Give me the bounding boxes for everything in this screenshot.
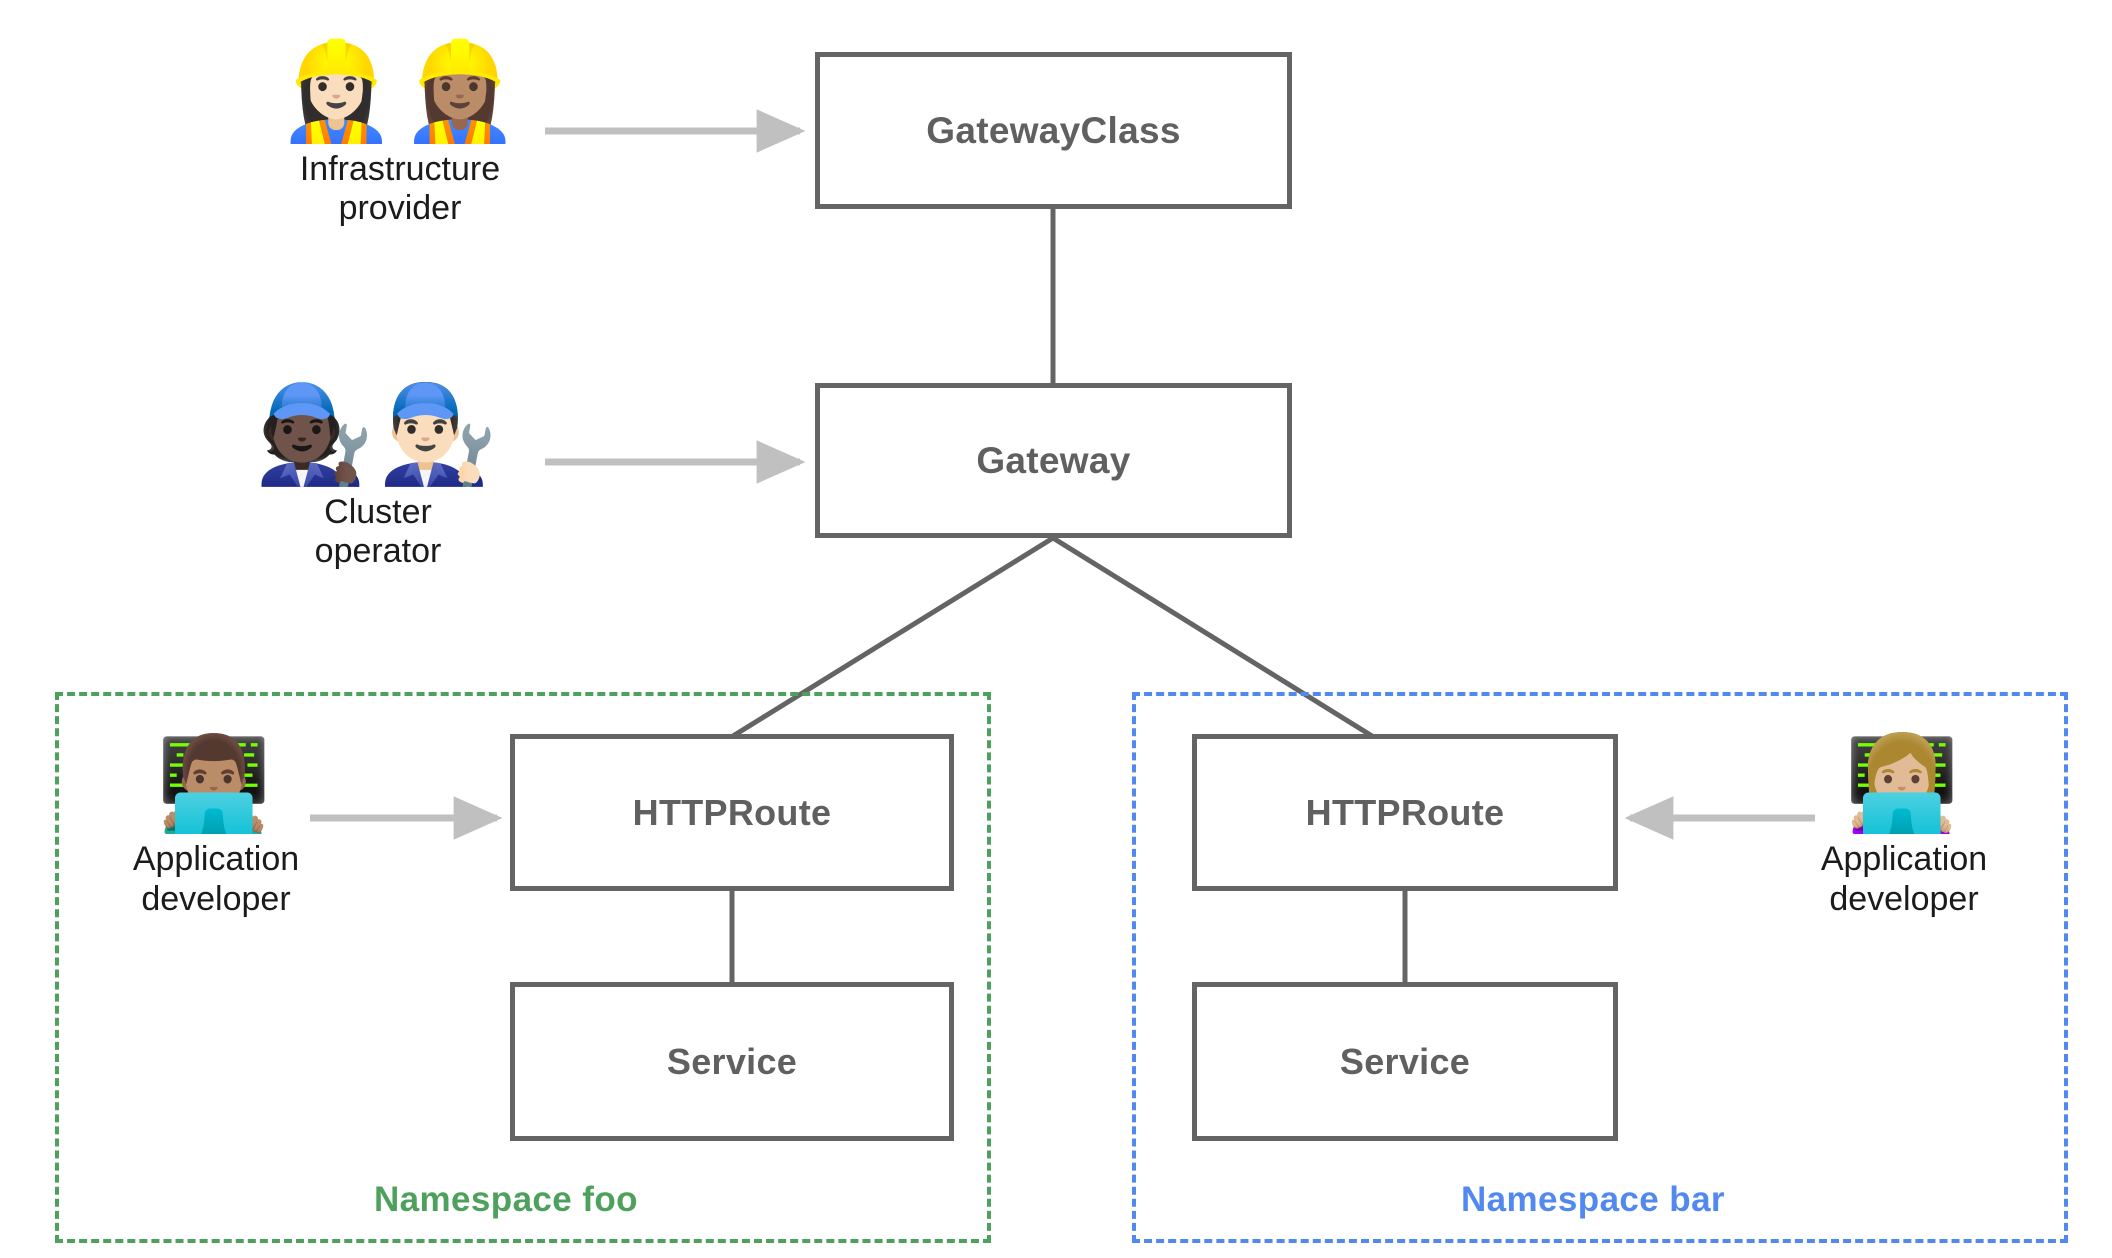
node-service-bar[interactable]: Service: [1192, 982, 1618, 1141]
namespace-boundary-bar: [1132, 692, 2068, 1243]
persona-application-developer-bar-label: Application developer: [1820, 840, 1988, 918]
node-httproute-foo-label: HTTPRoute: [632, 791, 832, 833]
persona-application-developer-foo-label: Application developer: [132, 840, 300, 918]
persona-infrastructure-provider: 👷🏻‍♀️👷🏽‍♀️ Infrastructure provider: [270, 40, 530, 229]
woman-technologist-icon: 👩🏼‍💻: [1844, 733, 1964, 835]
node-httproute-bar[interactable]: HTTPRoute: [1192, 734, 1618, 891]
persona-application-developer-foo: 👨🏽‍💻 Application developer: [112, 733, 320, 919]
persona-infrastructure-provider-label: Infrastructure provider: [299, 149, 501, 228]
woman-construction-worker-icon: 👷🏻‍♀️👷🏽‍♀️: [276, 38, 524, 145]
node-service-bar-label: Service: [1339, 1040, 1471, 1082]
node-gateway[interactable]: Gateway: [815, 383, 1292, 538]
node-gatewayclass-label: GatewayClass: [926, 109, 1181, 151]
namespace-boundary-foo: [55, 692, 991, 1243]
node-httproute-foo[interactable]: HTTPRoute: [510, 734, 954, 891]
node-gateway-label: Gateway: [976, 439, 1131, 481]
node-service-foo-label: Service: [666, 1040, 798, 1082]
node-service-foo[interactable]: Service: [510, 982, 954, 1141]
persona-cluster-operator: 🧑🏿‍🔧👨🏻‍🔧 Cluster operator: [254, 383, 498, 572]
namespace-label-foo: Namespace foo: [368, 1180, 644, 1220]
node-gatewayclass[interactable]: GatewayClass: [815, 52, 1292, 209]
man-technologist-icon: 👨🏽‍💻: [156, 733, 276, 835]
persona-cluster-operator-label: Cluster operator: [314, 492, 442, 571]
persona-application-developer-bar: 👩🏼‍💻 Application developer: [1800, 733, 2008, 919]
mechanic-icon: 🧑🏿‍🔧👨🏻‍🔧: [254, 381, 502, 488]
namespace-label-bar: Namespace bar: [1455, 1180, 1731, 1220]
node-httproute-bar-label: HTTPRoute: [1305, 791, 1505, 833]
